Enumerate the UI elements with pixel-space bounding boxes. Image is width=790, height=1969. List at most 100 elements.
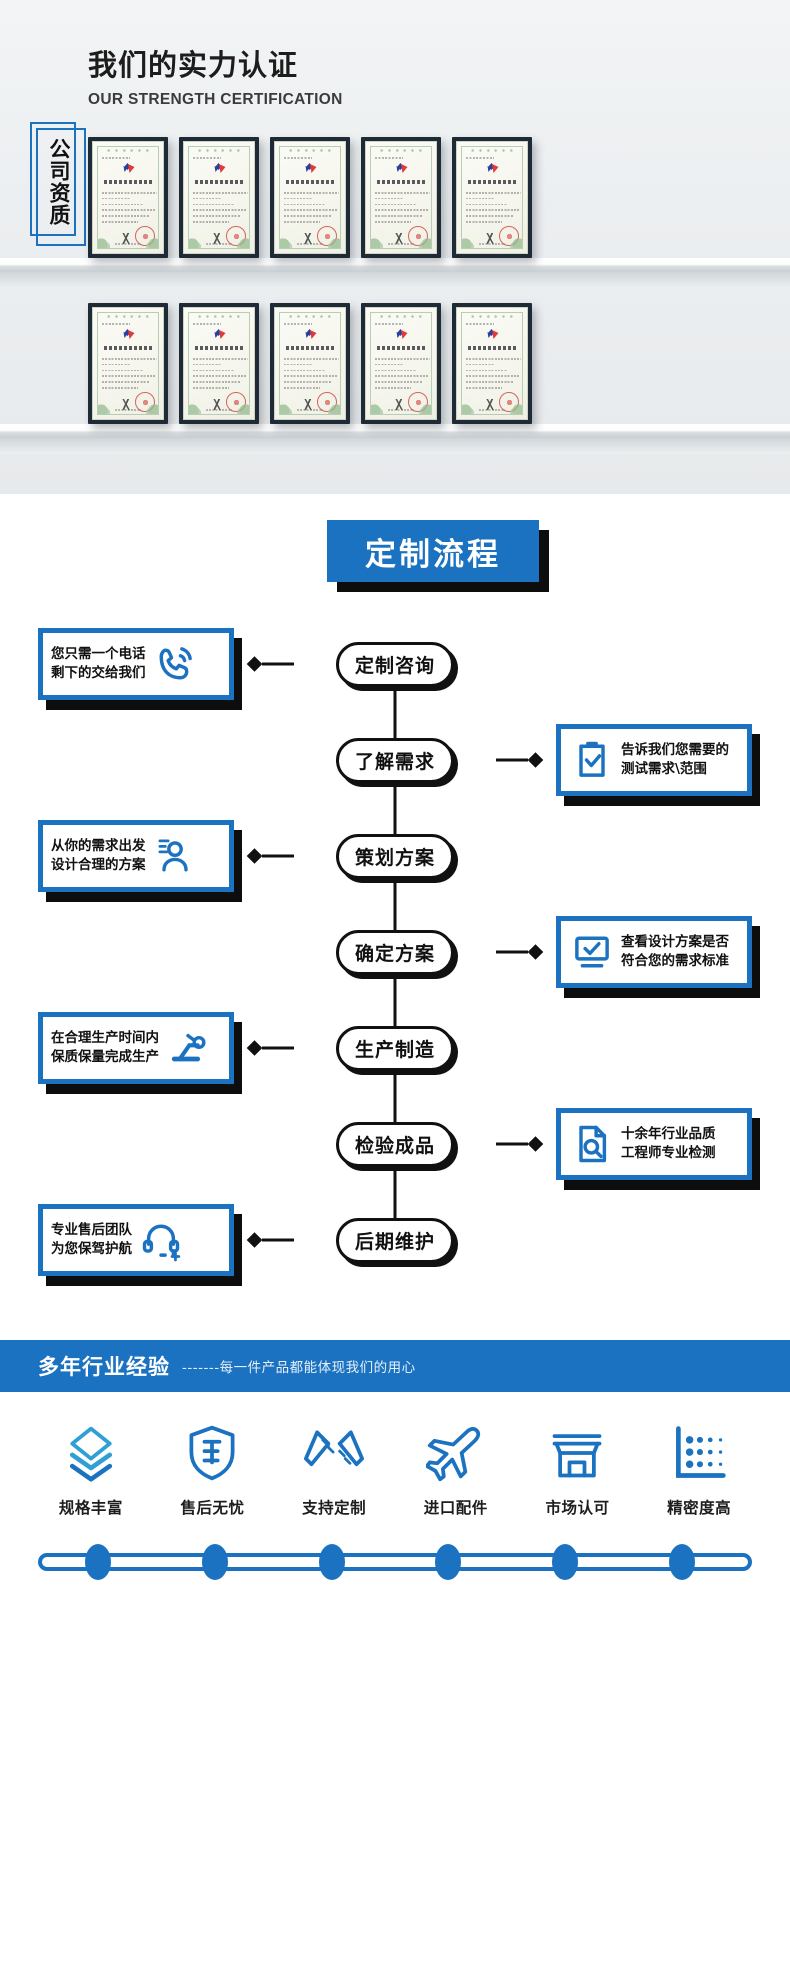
certificate-leaf-ornament-right [506, 398, 522, 414]
flow-info-card[interactable]: 在合理生产时间内 保质保量完成生产 [38, 1012, 234, 1084]
certificate-paper [92, 307, 164, 420]
certificate-footer-text [479, 409, 505, 411]
flow-connector-line [496, 950, 528, 954]
track-dot [669, 1544, 695, 1580]
feature-label: 支持定制 [302, 1499, 367, 1517]
certificate-footer-text [297, 409, 323, 411]
flow-step-row: 十余年行业品质 工程师专业检测 检验成品 [0, 1096, 790, 1192]
page-subtitle: OUR STRENGTH CERTIFICATION [88, 91, 343, 108]
flow-card-line-1: 在合理生产时间内 [51, 1030, 159, 1046]
flow-card-line-1: 您只需一个电话 [51, 646, 146, 662]
flow-info-card[interactable]: 查看设计方案是否 符合您的需求标准 [556, 916, 752, 988]
certificate-signature [115, 399, 137, 410]
company-qualification-badge: 公司资质 [30, 122, 86, 246]
certificate-title-text [104, 346, 152, 350]
patent-logo-icon [211, 328, 228, 341]
flow-step-2[interactable]: 了解需求 [336, 737, 454, 783]
flow-info-card[interactable]: 您只需一个电话 剩下的交给我们 [38, 628, 234, 700]
certification-heading: 我们的实力认证 OUR STRENGTH CERTIFICATION [88, 42, 343, 109]
certificate-code-text [193, 157, 221, 159]
certificate-leaf-ornament-right [142, 398, 158, 414]
certificate-ornament-top [105, 148, 151, 153]
flow-step-6[interactable]: 检验成品 [336, 1121, 454, 1167]
certificate-paper [365, 307, 437, 420]
flow-info-card[interactable]: 从你的需求出发 设计合理的方案 [38, 820, 234, 892]
storefront-icon [546, 1422, 608, 1484]
flow-step-label: 后期维护 [354, 1230, 435, 1253]
flow-info-card[interactable]: 十余年行业品质 工程师专业检测 [556, 1108, 752, 1180]
pencil-ruler-icon [303, 1422, 365, 1484]
flow-info-card[interactable]: 告诉我们您需要的 测试需求\范围 [556, 724, 752, 796]
flow-card-line-2: 工程师专业检测 [621, 1145, 716, 1161]
certificate-leaf-ornament-left [371, 398, 387, 414]
clipboard-check-icon [569, 737, 615, 783]
feature-item[interactable]: 售后无忧 [157, 1422, 267, 1518]
feature-list: 规格丰富 售后无忧 支持定制 进口配件 市场认可 精密度高 [0, 1422, 790, 1518]
flow-card-text: 您只需一个电话 剩下的交给我们 [51, 645, 146, 683]
certificate-body-lines [193, 192, 248, 227]
flow-card-line-1: 十余年行业品质 [621, 1126, 716, 1142]
certificate-ornament-border [279, 312, 341, 415]
certificate-code-text [102, 157, 130, 159]
flow-card-line-2: 测试需求\范围 [621, 761, 707, 777]
flow-connector-line [262, 662, 294, 666]
patent-logo-icon [120, 162, 137, 175]
certificate-frame [270, 303, 350, 424]
patent-logo-icon [393, 162, 410, 175]
certificate-ornament-border [97, 146, 159, 249]
flow-step-3[interactable]: 策划方案 [336, 833, 454, 879]
certificate-title-text [468, 346, 516, 350]
flow-card-text: 专业售后团队 为您保驾护航 [51, 1221, 132, 1259]
certificate-leaf-ornament-left [189, 398, 205, 414]
page-title: 我们的实力认证 [88, 48, 299, 82]
flow-card-text: 告诉我们您需要的 测试需求\范围 [621, 741, 729, 779]
process-banner-box: 定制流程 [327, 520, 539, 582]
flow-connector [246, 1040, 294, 1056]
feature-item[interactable]: 精密度高 [644, 1422, 754, 1518]
certificate-leaf-ornament-left [462, 232, 478, 248]
flow-step-row: 在合理生产时间内 保质保量完成生产 生产制造 [0, 1000, 790, 1096]
flow-step-label: 策划方案 [354, 846, 435, 869]
flow-step-5[interactable]: 生产制造 [336, 1025, 454, 1071]
certificate-row-2 [88, 303, 532, 424]
certificate-footer-text [206, 243, 232, 245]
monitor-check-icon [569, 929, 615, 975]
certificate-frame [361, 303, 441, 424]
flow-connector [496, 752, 544, 768]
certificate-paper [274, 141, 346, 254]
certificate-signature [388, 399, 410, 410]
certificate-ornament-top [105, 314, 151, 319]
feature-item[interactable]: 进口配件 [401, 1422, 511, 1518]
flow-step-row: 从你的需求出发 设计合理的方案 策划方案 [0, 808, 790, 904]
certificate-body-lines [102, 358, 157, 393]
certificate-code-text [466, 323, 494, 325]
certificate-leaf-ornament-right [324, 398, 340, 414]
user-badge-icon [152, 833, 198, 879]
certificate-body-lines [466, 358, 521, 393]
experience-title: 多年行业经验 [38, 1355, 170, 1379]
feature-item[interactable]: 市场认可 [522, 1422, 632, 1518]
track-dot [201, 1544, 228, 1580]
feature-item[interactable]: 规格丰富 [36, 1422, 146, 1518]
certificate-ornament-border [188, 312, 250, 415]
certificate-ornament-top [378, 148, 424, 153]
certificate-ornament-top [196, 314, 242, 319]
flow-step-label: 检验成品 [354, 1134, 435, 1157]
flow-connector-diamond [246, 656, 263, 672]
flow-info-card[interactable]: 专业售后团队 为您保驾护航 [38, 1204, 234, 1276]
feature-item[interactable]: 支持定制 [279, 1422, 389, 1518]
precision-dots-icon [668, 1422, 730, 1484]
feature-label: 精密度高 [667, 1499, 732, 1517]
flow-step-7[interactable]: 后期维护 [336, 1217, 454, 1263]
flow-card-text: 十余年行业品质 工程师专业检测 [621, 1125, 716, 1163]
certificate-body-lines [193, 358, 248, 393]
certificate-ornament-border [370, 146, 432, 249]
flow-step-1[interactable]: 定制咨询 [336, 641, 454, 687]
flow-step-4[interactable]: 确定方案 [336, 929, 454, 975]
phone-call-icon [152, 641, 198, 687]
certificate-signature [115, 233, 137, 244]
certificate-ornament-top [196, 148, 242, 153]
certificate-ornament-top [469, 314, 515, 319]
feature-label: 进口配件 [423, 1499, 488, 1517]
feature-track [38, 1544, 752, 1580]
